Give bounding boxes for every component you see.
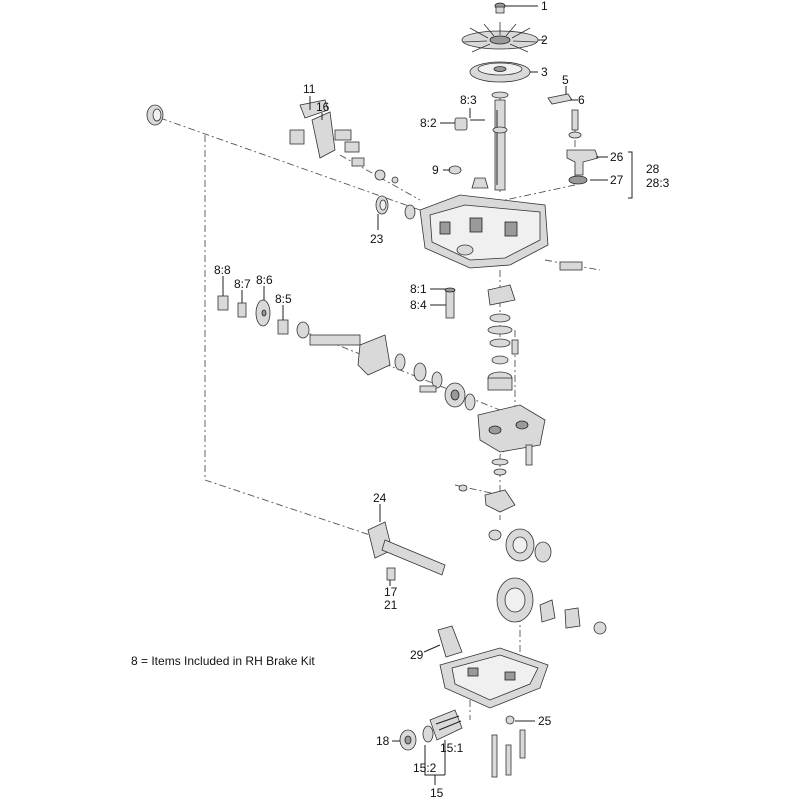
label-3: 3 bbox=[541, 65, 548, 79]
label-23: 23 bbox=[370, 232, 384, 246]
label-8-4: 8:4 bbox=[410, 298, 427, 312]
label-28-3: 28:3 bbox=[646, 176, 670, 190]
label-15-1: 15:1 bbox=[440, 741, 464, 755]
label-27: 27 bbox=[610, 173, 624, 187]
label-21: 21 bbox=[384, 598, 398, 612]
callout-labels: 1 2 3 5 6 8:3 8:2 9 11 16 26 27 28 28:3 … bbox=[214, 0, 670, 800]
label-8-8: 8:8 bbox=[214, 263, 231, 277]
center-plate bbox=[477, 404, 546, 466]
upper-housing bbox=[419, 194, 583, 271]
label-8-6: 8:6 bbox=[256, 273, 273, 287]
label-2: 2 bbox=[541, 33, 548, 47]
alignment-lines bbox=[159, 95, 601, 720]
label-15: 15 bbox=[430, 786, 444, 800]
output-axle-24 bbox=[367, 521, 446, 581]
brake-parts-top bbox=[448, 117, 489, 189]
label-24: 24 bbox=[373, 491, 387, 505]
label-29: 29 bbox=[410, 648, 424, 662]
lower-housing bbox=[437, 625, 549, 709]
seal-23-group bbox=[146, 104, 416, 220]
label-8-7: 8:7 bbox=[234, 277, 251, 291]
label-8-1: 8:1 bbox=[410, 282, 427, 296]
label-8-2: 8:2 bbox=[420, 116, 437, 130]
label-11: 11 bbox=[303, 82, 316, 96]
bull-gear bbox=[496, 577, 607, 635]
brake-kit-note: 8 = Items Included in RH Brake Kit bbox=[131, 654, 315, 668]
input-shaft bbox=[492, 99, 508, 191]
label-5: 5 bbox=[562, 73, 569, 87]
center-stack bbox=[487, 284, 519, 391]
bolts-bottom bbox=[491, 715, 526, 778]
filter-assembly bbox=[399, 709, 463, 751]
lever-assembly-11-16 bbox=[289, 99, 399, 184]
label-25: 25 bbox=[538, 714, 552, 728]
label-18: 18 bbox=[376, 734, 390, 748]
label-9: 9 bbox=[432, 163, 439, 177]
label-26: 26 bbox=[610, 150, 624, 164]
label-15-2: 15:2 bbox=[413, 761, 437, 775]
label-17: 17 bbox=[384, 585, 398, 599]
label-8-5: 8:5 bbox=[275, 292, 292, 306]
fan-assembly bbox=[461, 2, 539, 99]
leader-lines bbox=[222, 5, 633, 785]
lower-components bbox=[458, 458, 552, 563]
control-arm-parts bbox=[547, 93, 599, 185]
label-6: 6 bbox=[578, 93, 585, 107]
label-16: 16 bbox=[316, 100, 330, 114]
middle-shaft-assembly bbox=[296, 321, 476, 411]
label-28: 28 bbox=[646, 162, 660, 176]
label-8-3: 8:3 bbox=[460, 93, 477, 107]
label-1: 1 bbox=[541, 0, 548, 13]
